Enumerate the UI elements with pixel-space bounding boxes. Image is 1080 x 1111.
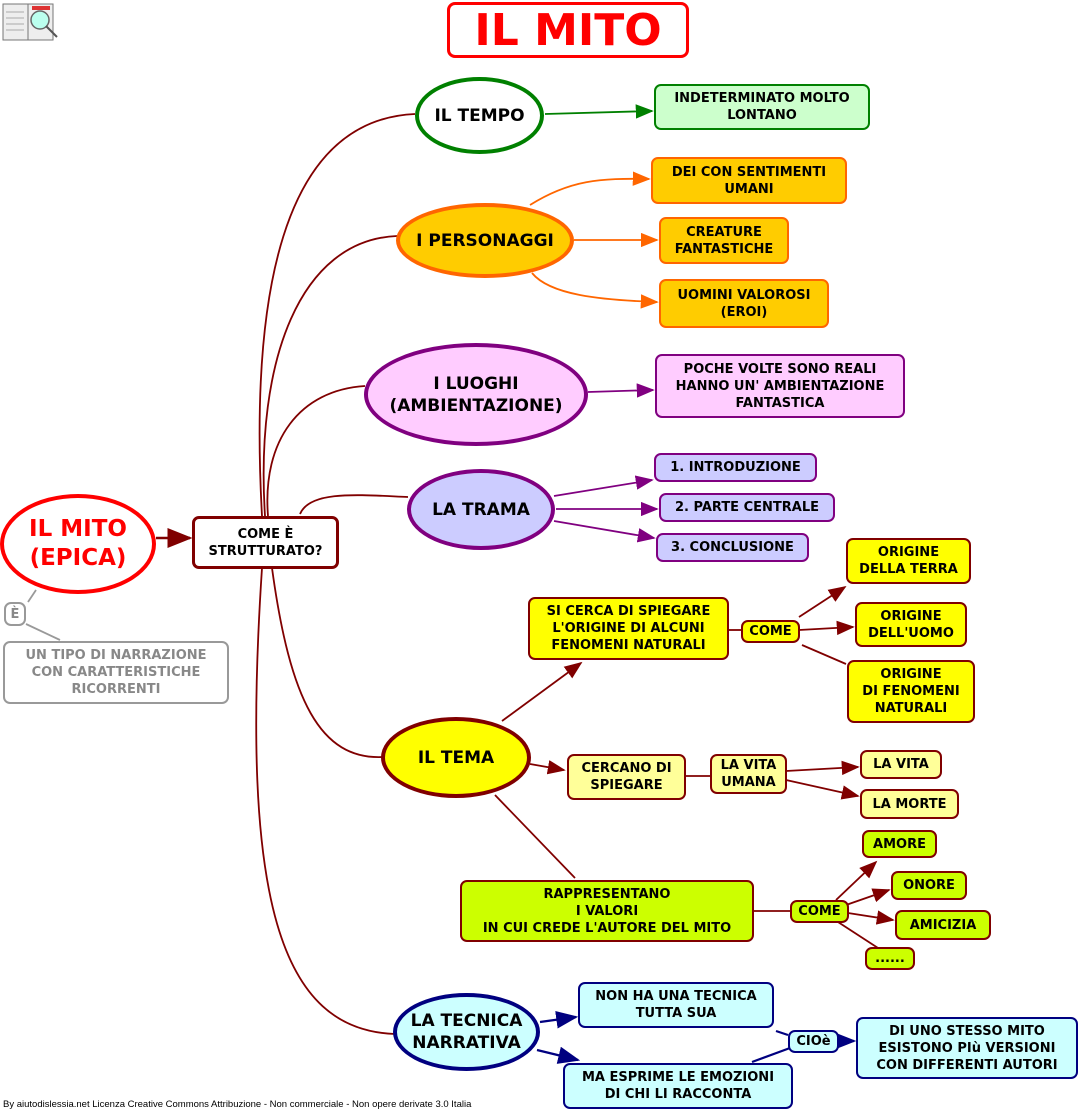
tema-vita: CERCANO DI SPIEGARE: [567, 754, 686, 800]
book-magnifier-icon: [2, 3, 58, 41]
root-node: IL MITO (EPICA): [0, 494, 156, 594]
tema-valori-link: COME: [790, 900, 849, 923]
tempo-node: IL TEMPO: [415, 77, 544, 154]
tema-valori: RAPPRESENTANO I VALORI IN CUI CREDE L'AU…: [460, 880, 754, 942]
root-description: UN TIPO DI NARRAZIONE CON CARATTERISTICH…: [3, 641, 229, 704]
tema-origine-link: COME: [741, 620, 800, 643]
vita-item: LA MORTE: [860, 789, 959, 819]
valori-item: AMICIZIA: [895, 910, 991, 940]
hub-node: COME È STRUTTURATO?: [192, 516, 339, 569]
tecnica-item: NON HA UNA TECNICA TUTTA SUA: [578, 982, 774, 1028]
tecnica-node: LA TECNICA NARRATIVA: [393, 993, 540, 1071]
trama-node: LA TRAMA: [407, 469, 555, 550]
luoghi-item: POCHE VOLTE SONO REALI HANNO UN' AMBIENT…: [655, 354, 905, 418]
luoghi-node: I LUOGHI (AMBIENTAZIONE): [364, 343, 588, 446]
personaggi-item: CREATURE FANTASTICHE: [659, 217, 789, 264]
trama-item: 3. CONCLUSIONE: [656, 533, 809, 562]
root-link-label: È: [4, 602, 26, 626]
valori-item: ......: [865, 947, 915, 970]
trama-item: 1. INTRODUZIONE: [654, 453, 817, 482]
tema-node: IL TEMA: [381, 717, 531, 798]
personaggi-item: UOMINI VALOROSI (EROI): [659, 279, 829, 328]
footer-license: By aiutodislessia.net Licenza Creative C…: [3, 1099, 472, 1110]
tema-vita-sub: LA VITA UMANA: [710, 754, 787, 794]
origine-item: ORIGINE DELL'UOMO: [855, 602, 967, 647]
tempo-item: INDETERMINATO MOLTO LONTANO: [654, 84, 870, 130]
tecnica-result: DI UNO STESSO MITO ESISTONO PIù VERSIONI…: [856, 1017, 1078, 1079]
valori-item: ONORE: [891, 871, 967, 900]
tecnica-link: CIOè: [788, 1030, 839, 1053]
valori-item: AMORE: [862, 830, 937, 858]
origine-item: ORIGINE DELLA TERRA: [846, 538, 971, 584]
trama-item: 2. PARTE CENTRALE: [659, 493, 835, 522]
origine-item: ORIGINE DI FENOMENI NATURALI: [847, 660, 975, 723]
vita-item: LA VITA: [860, 750, 942, 779]
personaggi-item: DEI CON SENTIMENTI UMANI: [651, 157, 847, 204]
tecnica-item: MA ESPRIME LE EMOZIONI DI CHI LI RACCONT…: [563, 1063, 793, 1109]
page-title: IL MITO: [447, 2, 689, 58]
tema-origine: SI CERCA DI SPIEGARE L'ORIGINE DI ALCUNI…: [528, 597, 729, 660]
personaggi-node: I PERSONAGGI: [396, 203, 574, 278]
